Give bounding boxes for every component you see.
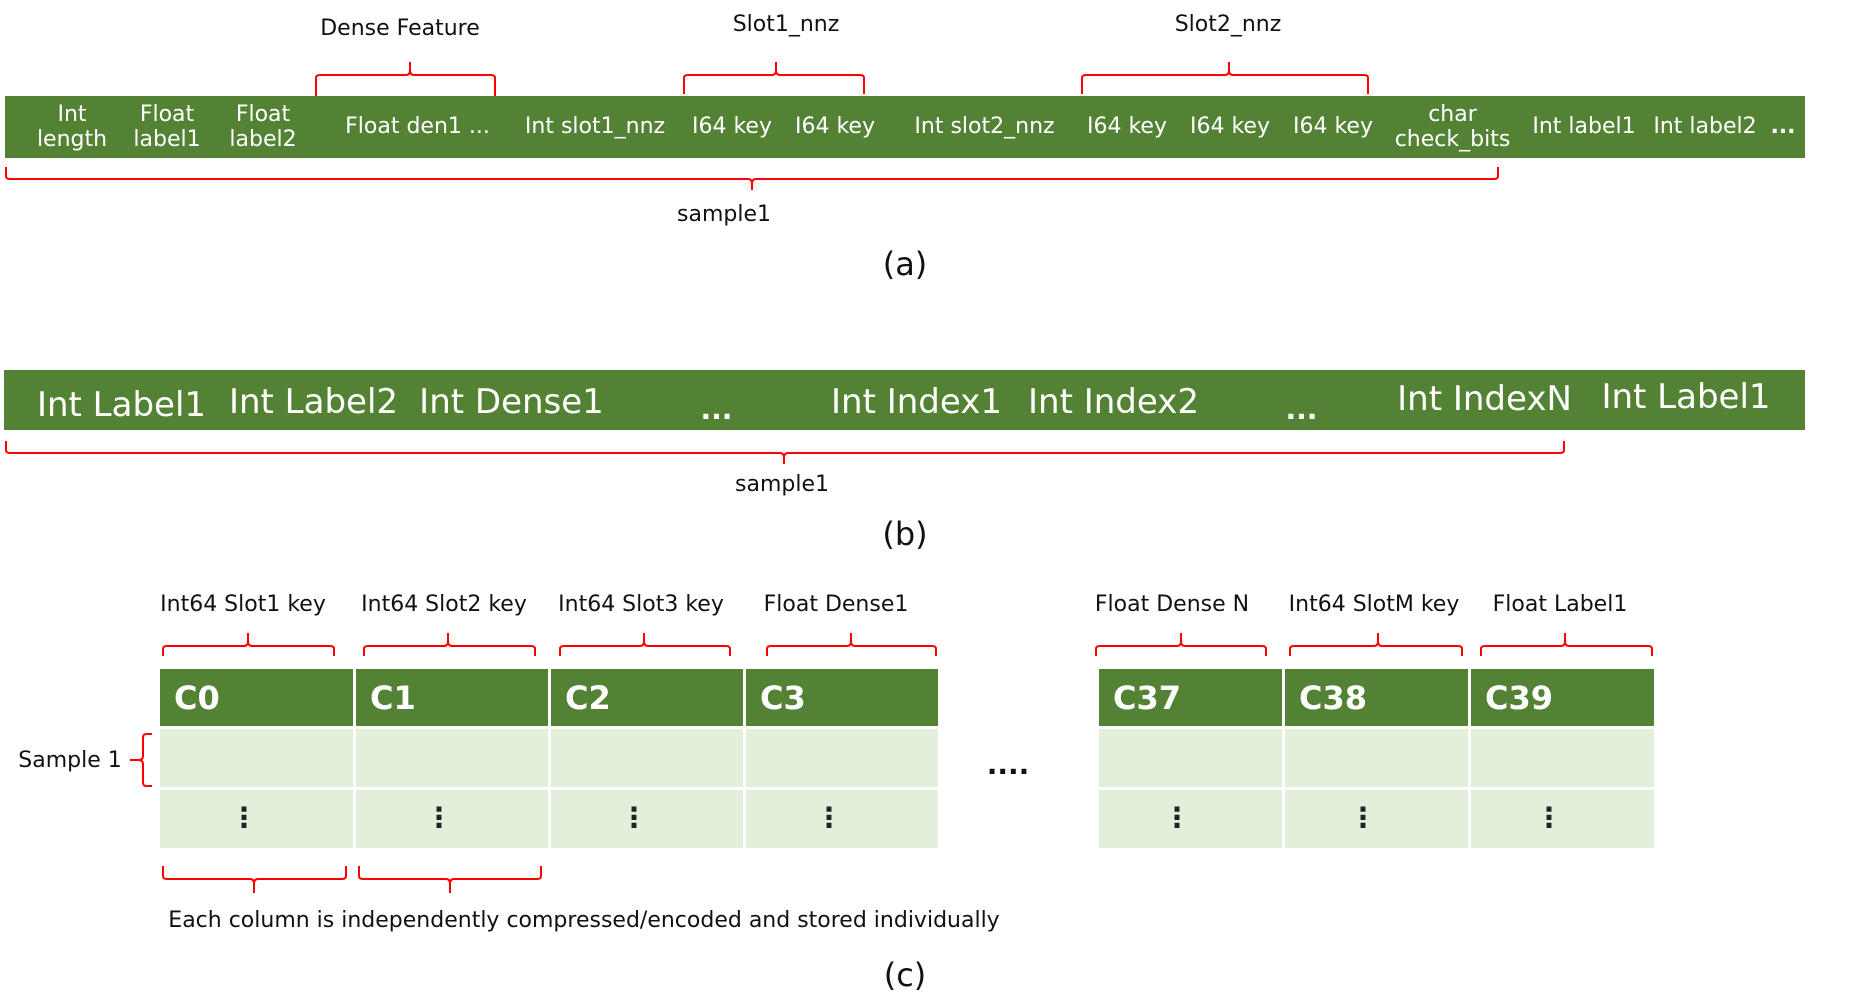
panel-a-cell: Float label2 [229,101,297,152]
row-ellipsis: ⋮ [1535,801,1563,834]
column-bracket [766,633,937,656]
slot2-nnz-bracket [1081,62,1369,94]
column-label: Int64 Slot2 key [361,592,527,617]
column-bracket [559,633,731,656]
column-gap-dots: .... [986,748,1030,781]
panel-b-cell: Int IndexN [1397,379,1572,420]
panel-b-cell: Int Label1 [1601,377,1771,418]
table-cell [1285,790,1468,848]
column-label: Float Label1 [1492,592,1628,617]
slot1-nnz-label: Slot1_nnz [732,12,840,37]
table-cell [356,790,548,848]
table-cell [746,790,938,848]
panel-a-cell: I64 key [795,114,875,140]
panel-a-cell: Int label1 [1532,114,1636,140]
panel-a-cell: Float den1 ... [345,114,490,140]
row-ellipsis: ⋮ [1349,801,1377,834]
table-cell [160,729,353,787]
panel-a-cell: Int slot2_nnz [914,114,1055,140]
column-label: Int64 Slot3 key [558,592,724,617]
row-ellipsis: ⋮ [815,801,843,834]
table-cell [1471,790,1654,848]
column-bracket [162,633,335,656]
column-compress-bracket [358,866,542,893]
panel-a-cell: char check_bits [1394,101,1511,152]
panel-a-cell: Int length [36,101,108,152]
sample1-bracket-a [5,167,1499,190]
column-header: C38 [1285,669,1468,726]
table-cell [551,729,743,787]
caption-c: (c) [883,956,927,994]
sample-1-bracket [130,733,152,787]
panel-b-cell: ... [700,392,733,426]
panel-a-bar: Int length Float label1 Float label2 Flo… [5,96,1805,158]
table-cell [1285,729,1468,787]
dense-feature-label: Dense Feature [320,16,480,41]
table-cell [746,729,938,787]
slot1-nnz-bracket [683,62,865,94]
column-header: C1 [356,669,548,726]
column-header: C3 [746,669,938,726]
column-header: C2 [551,669,743,726]
table-cell [1099,729,1282,787]
row-ellipsis: ⋮ [1163,801,1191,834]
slot2-nnz-label: Slot2_nnz [1174,12,1282,37]
row-ellipsis: ⋮ [230,801,258,834]
column-header: C0 [160,669,353,726]
dense-feature-bracket [315,62,496,96]
panel-a-cell: I64 key [1087,114,1167,140]
panel-b-cell: Int Label1 [36,385,207,426]
panel-b-cell: Int Index1 [831,382,1002,423]
caption-b: (b) [882,515,928,553]
column-bracket [363,633,536,656]
table-cell [551,790,743,848]
table-cell [1471,729,1654,787]
column-label: Float Dense1 [763,592,909,617]
panel-b-cell: Int Index2 [1028,382,1199,423]
column-label: Int64 SlotM key [1288,592,1460,617]
table-cell [1099,790,1282,848]
row-ellipsis: ⋮ [620,801,648,834]
sample1-label-a: sample1 [677,202,771,227]
column-compress-bracket [162,866,347,893]
panel-a-cell: Float label1 [133,101,201,152]
panel-a-cell: ... [1770,114,1796,140]
panel-a-cell: Int label2 [1653,114,1757,140]
table-cell [160,790,353,848]
column-header: C39 [1471,669,1654,726]
panel-a-cell: I64 key [1293,114,1373,140]
caption-a: (a) [882,245,928,283]
column-label: Int64 Slot1 key [160,592,326,617]
row-ellipsis: ⋮ [425,801,453,834]
sample1-bracket-b [5,441,1565,464]
column-bracket [1095,633,1267,656]
panel-a-cell: Int slot1_nnz [524,114,666,140]
panel-a-cell: I64 key [692,114,772,140]
compression-note: Each column is independently compressed/… [168,908,1000,933]
column-header: C37 [1099,669,1282,726]
panel-b-cell: Int Label2 [228,382,399,423]
column-bracket [1289,633,1463,656]
panel-a-cell: I64 key [1190,114,1270,140]
panel-b-bar: Int Label1 Int Label2 Int Dense1 ... Int… [4,370,1805,430]
panel-b-cell: ... [1285,392,1318,426]
column-bracket [1480,633,1653,656]
table-cell [356,729,548,787]
sample1-label-b: sample1 [735,472,829,497]
column-label: Float Dense N [1094,592,1250,617]
sample-1-label: Sample 1 [18,748,122,773]
panel-b-cell: Int Dense1 [419,382,604,423]
